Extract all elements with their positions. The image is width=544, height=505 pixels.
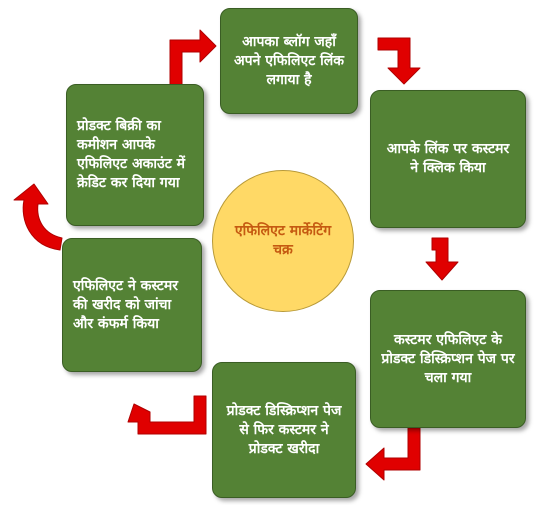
step-1-text: आपका ब्लॉग जहाँ अपने एफिलिएट लिंक लगाया …	[233, 33, 345, 88]
step-2-text: आपके लिंक पर कस्टमर ने क्लिक किया	[386, 141, 510, 176]
step-4-box: प्रोडक्ट डिस्क्रिप्शन पेज से फिर कस्टमर …	[212, 362, 356, 498]
arrow-3-to-4	[365, 427, 421, 481]
step-5-text: एफिलिएट ने कस्टमर की खरीद को जांचा और कं…	[73, 277, 178, 332]
step-6-text: प्रोडक्ट बिक्री का कमीशन आपके एफिलिएट अक…	[77, 118, 185, 191]
arrow-1-to-2	[377, 37, 421, 85]
step-5-box: एफिलिएट ने कस्टमर की खरीद को जांचा और कं…	[62, 238, 202, 372]
step-6-box: प्रोडक्ट बिक्री का कमीशन आपके एफिलिएट अक…	[66, 84, 204, 226]
arrow-2-to-3	[425, 237, 459, 281]
arrow-5-to-6	[13, 183, 63, 251]
step-4-text: प्रोडक्ट डिस्क्रिप्शन पेज से फिर कस्टमर …	[226, 402, 342, 457]
step-1-box: आपका ब्लॉग जहाँ अपने एफिलिएट लिंक लगाया …	[220, 8, 358, 114]
center-label: एफिलिएट मार्केटिंग चक्र	[234, 223, 332, 258]
step-3-box: कस्टमर एफिलिएट के प्रोडक्ट डिस्क्रिप्शन …	[370, 290, 526, 428]
step-3-text: कस्टमर एफिलिएट के प्रोडक्ट डिस्क्रिप्शन …	[381, 331, 515, 386]
step-2-box: आपके लिंक पर कस्टमर ने क्लिक किया	[370, 90, 526, 228]
center-circle: एफिलिएट मार्केटिंग चक्र	[212, 170, 354, 312]
arrow-4-to-5	[127, 395, 207, 435]
arrow-6-to-1	[169, 29, 217, 91]
